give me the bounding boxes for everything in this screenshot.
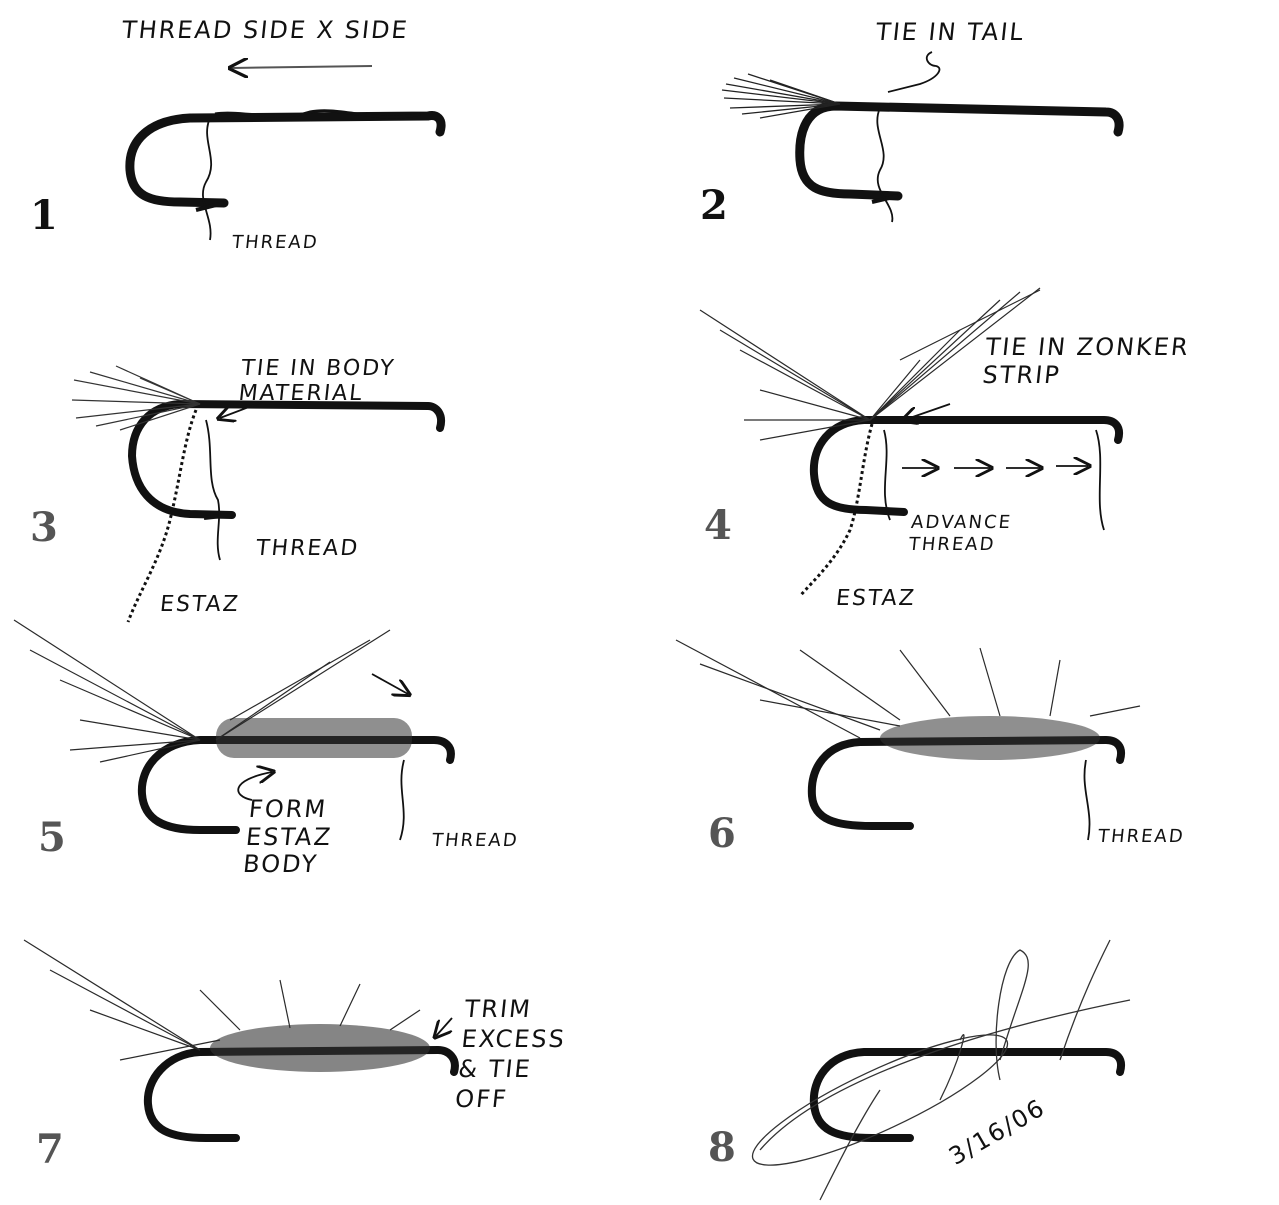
step-number-3: 3	[30, 508, 58, 548]
tail-pointer-arrow	[888, 52, 939, 92]
step-5-thread-label: THREAD	[431, 832, 519, 850]
step-number-4: 4	[704, 506, 732, 546]
step-number-2: 2	[700, 186, 728, 226]
pointer-arrow-icon	[436, 1018, 452, 1036]
thread-line	[400, 760, 404, 840]
step-1-thread-label: THREAD	[231, 234, 319, 252]
step-7-figure	[24, 940, 455, 1138]
estaz-body	[210, 1024, 430, 1072]
advanced-thread-line	[1096, 430, 1104, 530]
step-number-1: 1	[30, 196, 58, 236]
body-material-fibers	[72, 366, 200, 430]
step-number-5: 5	[38, 818, 66, 858]
pull-arrow-icon	[372, 674, 408, 694]
step-number-7: 7	[36, 1130, 64, 1170]
direction-arrow-icon	[232, 66, 372, 68]
step-number-8: 8	[708, 1128, 736, 1168]
thread-line	[1084, 760, 1089, 840]
advance-arrows	[902, 466, 1088, 468]
step-3-body-material-label: TIE IN BODY MATERIAL	[237, 356, 482, 407]
estaz-body	[216, 718, 412, 758]
step-2-figure	[722, 52, 1119, 222]
hook-shape	[132, 404, 441, 515]
hook-shape	[800, 106, 1119, 196]
thread-line	[206, 420, 220, 560]
thread-line	[203, 118, 211, 240]
step-4-zonker-label: TIE IN ZONKER STRIP	[981, 334, 1267, 389]
step-6-figure	[676, 640, 1140, 840]
step-2-title: TIE IN TAIL	[875, 20, 1026, 44]
estaz-body	[880, 716, 1100, 760]
step-1-figure	[130, 66, 441, 240]
step-6-thread-label: THREAD	[1097, 828, 1185, 846]
step-3-thread-label: THREAD	[255, 538, 360, 560]
step-5-form-body-label: FORM ESTAZ BODY	[242, 796, 391, 879]
step-7-trim-label: TRIM EXCESS & TIE OFF	[454, 994, 597, 1114]
signature-scribble	[740, 940, 1130, 1200]
step-8-figure	[740, 940, 1130, 1200]
step-4-advance-thread-label: ADVANCE THREAD	[908, 512, 1093, 555]
hook-shape	[814, 1052, 1121, 1138]
step-number-6: 6	[708, 814, 736, 854]
step-4-estaz-label: ESTAZ	[835, 588, 917, 610]
step-1-title: THREAD SIDE X SIDE	[121, 18, 410, 42]
hook-shape	[130, 116, 441, 203]
thread-line	[877, 108, 892, 222]
thread-line	[884, 430, 890, 520]
step-3-estaz-label: ESTAZ	[159, 594, 241, 616]
